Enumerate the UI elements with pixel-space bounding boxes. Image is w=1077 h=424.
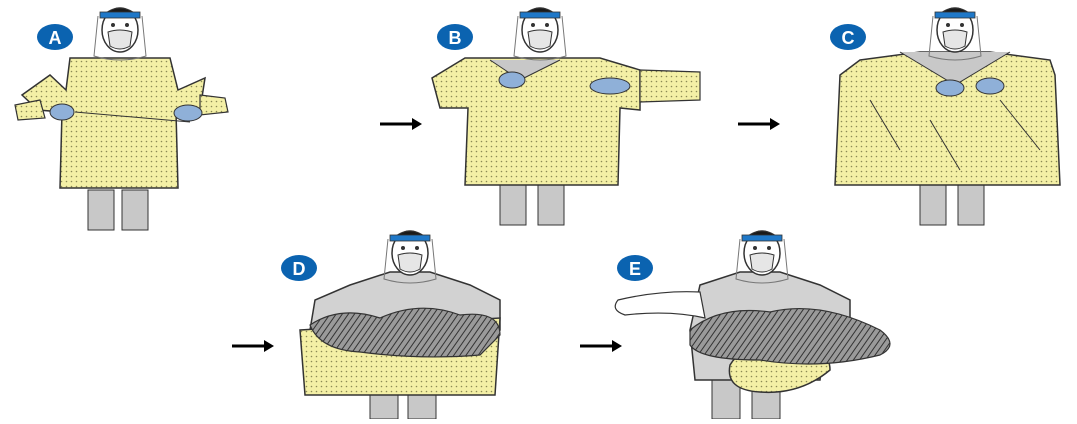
step-d-badge: D (281, 255, 317, 281)
step-c-badge: C (830, 24, 866, 50)
step-e-label: E (629, 259, 641, 279)
step-c-figure (835, 8, 1060, 225)
step-c-label: C (842, 28, 855, 48)
step-d-figure (300, 231, 500, 419)
arrow-a-to-b (380, 118, 422, 130)
step-e-badge: E (617, 255, 653, 281)
step-b-label: B (449, 28, 462, 48)
step-a-label: A (49, 28, 62, 48)
step-a-badge: A (37, 24, 73, 50)
step-d-label: D (293, 259, 306, 279)
arrow-to-d (232, 340, 274, 352)
arrow-b-to-c (738, 118, 780, 130)
step-e-figure (615, 231, 890, 419)
step-b-badge: B (437, 24, 473, 50)
arrow-to-e (580, 340, 622, 352)
